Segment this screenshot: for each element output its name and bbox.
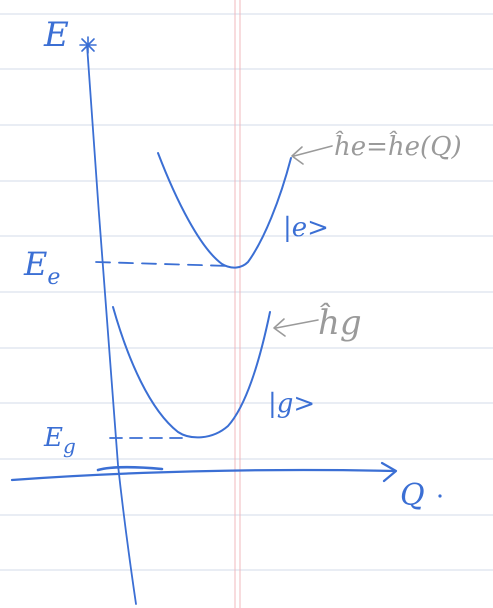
excited-level-subscript: e: [47, 265, 60, 290]
excited-state-label: |e>: [283, 213, 329, 243]
star-icon: [79, 36, 97, 54]
ground-level-symbol: E: [43, 423, 63, 453]
excited-state-curve: [157, 152, 292, 269]
excited-level-symbol: E: [23, 245, 47, 283]
q-axis: [10, 468, 397, 482]
y-axis-label: E: [43, 15, 69, 55]
ground-level-subscript: g: [63, 434, 76, 458]
arrow-left-icon: [291, 145, 333, 165]
ground-state-label: |g>: [268, 389, 315, 419]
margin-lines: [234, 0, 241, 608]
energy-axis: [86, 44, 137, 605]
x-axis-dot: [438, 494, 442, 498]
excited-level-line: [95, 261, 231, 267]
excited-hamiltonian-label: ĥe=ĥe(Q): [334, 130, 462, 162]
ground-hamiltonian-arrow-icon: [273, 318, 319, 337]
x-axis-label: Q: [400, 478, 425, 513]
ground-hamiltonian-label: ĥg: [318, 302, 362, 343]
ground-level-label: Eg: [43, 423, 76, 458]
arrow-right-icon: [380, 461, 398, 483]
ground-state-curve: [112, 306, 271, 439]
ruled-lines: [0, 13, 493, 571]
axis-scribble: [96, 465, 164, 472]
excited-level-label: Ee: [23, 245, 60, 290]
